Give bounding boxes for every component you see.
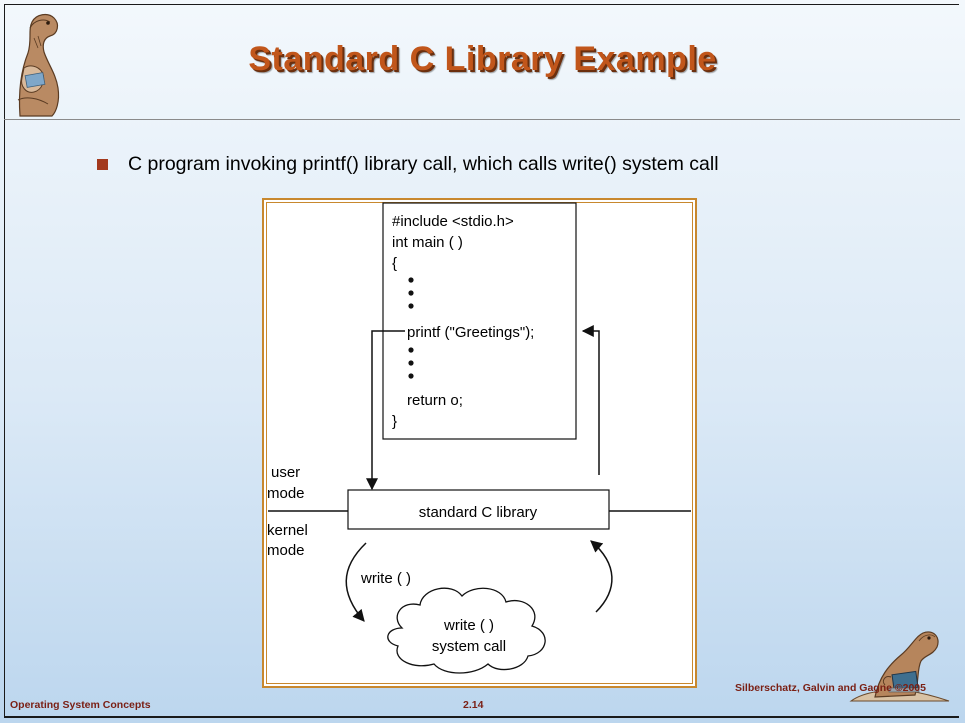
- footer-right: Silberschatz, Galvin and Gagne ©2005: [735, 682, 926, 694]
- code-main: int main ( ): [392, 234, 463, 251]
- syscall-label-2: system call: [432, 638, 506, 655]
- code-open-brace: {: [392, 255, 397, 272]
- code-return: return o;: [407, 392, 463, 409]
- code-dot: [408, 360, 414, 366]
- user-mode-label-1: user: [271, 464, 300, 481]
- user-mode-label-2: mode: [267, 485, 305, 502]
- code-include: #include <stdio.h>: [392, 213, 514, 230]
- bullet-square-icon: [97, 159, 108, 170]
- bullet-item: C program invoking printf() library call…: [97, 153, 719, 176]
- bullet-text: C program invoking printf() library call…: [128, 153, 719, 175]
- code-dot: [408, 347, 414, 353]
- return-arrow: [581, 325, 600, 475]
- library-label: standard C library: [419, 504, 538, 521]
- code-printf: printf ("Greetings");: [407, 324, 534, 341]
- dinosaur-laptop-logo-icon: [849, 631, 950, 702]
- dinosaur-reading-logo-icon: [17, 13, 60, 117]
- call-arrow: [366, 330, 405, 491]
- kernel-mode-label-1: kernel: [267, 522, 308, 539]
- slide-title: Standard C Library Example: [248, 40, 717, 78]
- write-label: write ( ): [360, 570, 411, 587]
- figure-diagram: #include <stdio.h> int main ( ) { printf…: [267, 202, 691, 674]
- syscall-label-1: write ( ): [443, 617, 494, 634]
- footer-left: Operating System Concepts: [10, 699, 151, 711]
- kernel-mode-label-2: mode: [267, 542, 305, 559]
- code-close-brace: }: [392, 413, 397, 430]
- library-call-figure: #include <stdio.h> int main ( ) { printf…: [262, 198, 697, 688]
- code-dot: [408, 303, 414, 309]
- system-call-cloud: [387, 587, 546, 674]
- code-box: [382, 202, 577, 440]
- write-up-arrow: [590, 540, 613, 613]
- code-dot: [408, 290, 414, 296]
- code-dot: [408, 277, 414, 283]
- slide-frame: [4, 4, 959, 718]
- write-down-arrow: [345, 542, 367, 622]
- code-dot: [408, 373, 414, 379]
- footer-page-number: 2.14: [463, 699, 484, 711]
- title-divider: [4, 119, 960, 120]
- library-box: [347, 489, 610, 530]
